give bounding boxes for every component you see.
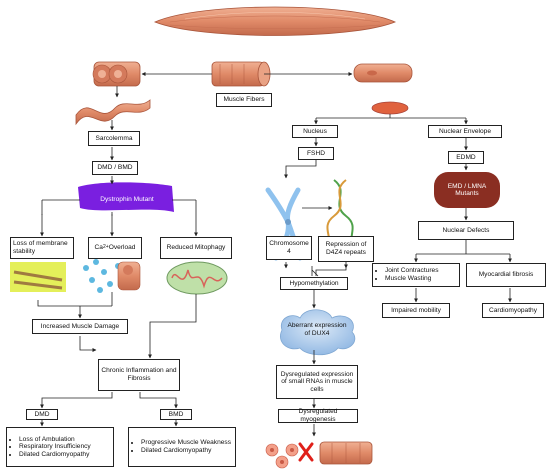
- hypomethylation-box: Hypomethylation: [280, 277, 348, 290]
- repression-box: Repression of D4Z4 repeats: [318, 236, 374, 262]
- sarcolemma-label: Sarcolemma: [88, 131, 140, 146]
- bmd-box: BMD: [160, 409, 192, 420]
- cardiomyopathy-box: Cardiomyopathy: [482, 303, 544, 318]
- dmd-symptom-item: Loss of Ambulation: [19, 436, 91, 444]
- impaired-mobility-box: Impaired mobility: [382, 303, 450, 318]
- joint-list-item: Joint Contractures: [385, 267, 439, 275]
- mitochondrion-image: [166, 261, 228, 295]
- bmd-symptom-item: Progressive Muscle Weakness: [141, 439, 231, 447]
- nucleus-shape: [371, 101, 409, 115]
- chromosome4-box: Chromosome 4: [266, 236, 312, 260]
- dmd-box: DMD: [26, 409, 58, 420]
- reduced-mitophagy-box: Reduced Mitophagy: [160, 237, 232, 259]
- muscle-cross-section-left: [92, 61, 141, 87]
- nuclear-defects-box: Nuclear Defects: [418, 221, 514, 240]
- dmd-bmd-label: DMD / BMD: [92, 161, 138, 175]
- edmd-box: EDMD: [448, 151, 484, 164]
- muscle-illustration: [153, 6, 397, 36]
- dmd-symptom-item: Dilated Cardiomyopathy: [19, 451, 91, 459]
- calcium-ions: [83, 259, 141, 293]
- loss-membrane-box: Loss of membrane stability: [10, 237, 74, 259]
- dysregulated-rnas-box: Dysregulated expression of small RNAs in…: [276, 365, 358, 399]
- dystrophin-mutant-label: Dystrophin Mutant: [100, 195, 154, 203]
- muscle-fibers-label: Muscle Fibers: [216, 93, 272, 107]
- ca-overload-suffix: Overload: [108, 244, 136, 252]
- chronic-inflammation-box: Chronic Inflammation and Fibrosis: [98, 359, 180, 391]
- dysregulated-myogenesis-box: Dysregulated myogenesis: [278, 408, 358, 423]
- joint-list-item: Muscle Wasting: [385, 275, 439, 283]
- increased-damage-box: Increased Muscle Damage: [32, 319, 128, 334]
- emd-lmna-banner: [434, 172, 500, 208]
- dystrophin-banner: [78, 182, 174, 212]
- joint-list-box: Joint Contractures Muscle Wasting: [372, 263, 460, 287]
- bmd-symptoms-box: Progressive Muscle Weakness Dilated Card…: [128, 427, 236, 467]
- dysregulated-myogenesis-image: [265, 441, 373, 469]
- membrane-damage-image: [10, 262, 66, 292]
- dux4-cloud: [280, 309, 356, 356]
- dmd-symptom-item: Respiratory Insufficiency: [19, 443, 91, 451]
- sarcolemma-membrane: [75, 99, 151, 126]
- myocardial-fibrosis-box: Myocardial fibrosis: [466, 263, 546, 287]
- ca-overload-sup: 2+: [102, 244, 109, 251]
- nucleus-box: Nucleus: [292, 125, 338, 138]
- emd-lmna-label: EMD / LMNA Mutants: [447, 183, 487, 197]
- ca-overload-prefix: Ca: [94, 244, 103, 252]
- muscle-fiber-bundle: [211, 61, 271, 87]
- dux4-label: Aberrant expression of DUX4: [287, 322, 347, 337]
- dmd-symptoms-box: Loss of Ambulation Respiratory Insuffici…: [6, 427, 114, 467]
- connector-arrows: [37, 72, 512, 437]
- muscle-fiber-right: [353, 63, 413, 83]
- nuclear-envelope-box: Nuclear Envelope: [428, 125, 502, 138]
- fshd-box: FSHD: [298, 147, 334, 160]
- bmd-symptom-item: Dilated Cardiomyopathy: [141, 447, 231, 455]
